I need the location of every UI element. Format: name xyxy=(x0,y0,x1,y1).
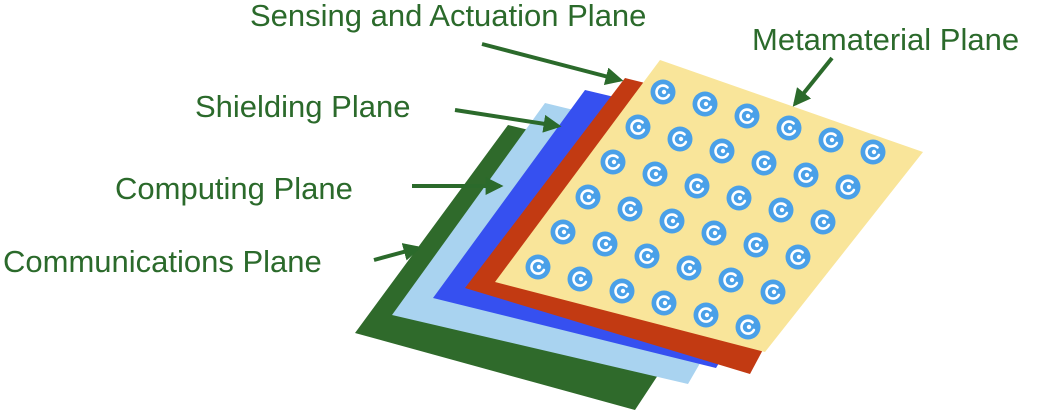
split-ring-resonator xyxy=(709,138,735,164)
split-ring-resonator xyxy=(735,314,761,340)
split-ring-resonator xyxy=(860,139,886,165)
split-ring-resonator xyxy=(701,220,727,246)
split-ring-resonator xyxy=(651,290,677,316)
split-ring-resonator xyxy=(667,126,693,152)
split-ring-resonator xyxy=(760,279,786,305)
split-ring-resonator xyxy=(793,162,819,188)
split-ring-resonator xyxy=(600,149,626,175)
split-ring-resonator xyxy=(810,209,836,235)
shielding-arrow xyxy=(454,108,562,133)
split-ring-resonator xyxy=(684,173,710,199)
split-ring-resonator xyxy=(617,196,643,222)
split-ring-resonator xyxy=(609,278,635,304)
split-ring-resonator xyxy=(567,266,593,292)
split-ring-resonator xyxy=(634,243,660,269)
split-ring-resonator xyxy=(650,79,676,105)
split-ring-resonator xyxy=(575,184,601,210)
sensing-actuation-arrow xyxy=(481,42,624,86)
split-ring-resonator xyxy=(692,91,718,117)
split-ring-resonator xyxy=(676,255,702,281)
computing-label: Computing Plane xyxy=(115,171,353,206)
sensing-actuation-label: Sensing and Actuation Plane xyxy=(250,0,646,33)
metamaterial-ring-grid xyxy=(525,79,886,340)
split-ring-resonator xyxy=(818,127,844,153)
split-ring-resonator xyxy=(525,254,551,280)
split-ring-resonator xyxy=(550,219,576,245)
metamaterial-label: Metamaterial Plane xyxy=(752,22,1019,57)
split-ring-resonator xyxy=(734,103,760,129)
split-ring-resonator xyxy=(592,231,618,257)
split-ring-resonator xyxy=(693,302,719,328)
split-ring-resonator xyxy=(726,185,752,211)
split-ring-resonator xyxy=(785,244,811,270)
metamaterial-arrow xyxy=(792,56,834,107)
split-ring-resonator xyxy=(642,161,668,187)
split-ring-resonator xyxy=(625,114,651,140)
split-ring-resonator xyxy=(776,115,802,141)
split-ring-resonator xyxy=(718,267,744,293)
split-ring-resonator xyxy=(743,232,769,258)
split-ring-resonator xyxy=(768,197,794,223)
split-ring-resonator xyxy=(659,208,685,234)
communications-arrow xyxy=(373,243,422,262)
split-ring-resonator xyxy=(835,174,861,200)
metamaterial-plane xyxy=(495,60,923,352)
split-ring-resonator xyxy=(751,150,777,176)
communications-label: Communications Plane xyxy=(3,244,322,279)
shielding-label: Shielding Plane xyxy=(195,89,410,124)
